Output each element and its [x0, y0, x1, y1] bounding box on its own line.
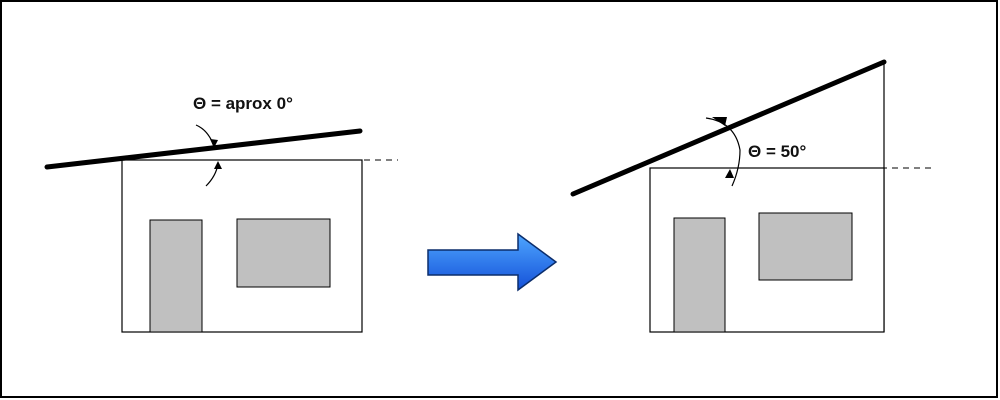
right-house-door [673, 217, 726, 333]
left-angle-arrowhead-top [210, 139, 218, 148]
left-house: Θ = aprox 0° [44, 94, 398, 333]
left-roof [44, 128, 363, 170]
right-angle-arrowhead-top [712, 117, 727, 126]
left-house-door [149, 219, 203, 333]
left-angle-arc-top [195, 124, 215, 147]
right-house: Θ = 50° [570, 59, 932, 333]
transition-arrow [427, 232, 558, 292]
right-angle-label: Θ = 50° [748, 142, 807, 161]
left-angle-label: Θ = aprox 0° [193, 94, 293, 113]
right-house-window [758, 212, 853, 281]
left-angle-arrowhead-bottom [214, 161, 222, 169]
left-house-window [236, 218, 331, 288]
right-angle-arrowhead-bottom [725, 169, 734, 178]
